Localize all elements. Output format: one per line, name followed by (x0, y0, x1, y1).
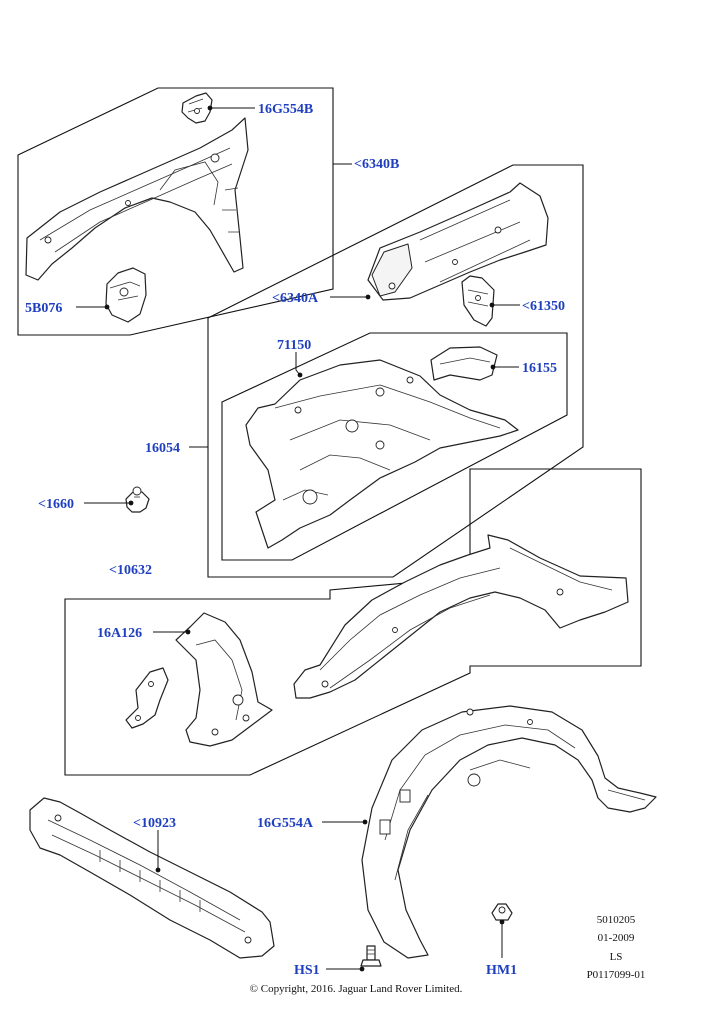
callout-hs1: HS1 (294, 963, 320, 978)
liner-16g554a-part (361, 705, 657, 959)
callout-16a126: 16A126 (97, 626, 142, 641)
crossmember-10923-part (29, 797, 275, 959)
meta-date: 01-2009 (598, 932, 635, 944)
callout-1660: <1660 (38, 497, 74, 512)
leader-lines (76, 105, 520, 972)
meta-initials: LS (610, 951, 623, 963)
copyright-text: © Copyright, 2016. Jaguar Land Rover Lim… (250, 983, 463, 995)
lower-rail-10632-part (293, 534, 629, 699)
bracket-5b076-part (105, 267, 147, 323)
group-frame-inner (221, 332, 568, 561)
clip-1660-part (125, 486, 150, 513)
bolt-hs1-part (360, 945, 382, 967)
group-frame-lower (64, 468, 642, 776)
meta-code: 5010205 (597, 914, 636, 926)
fastener-hm1-part (491, 903, 513, 921)
callout-16054: 16054 (145, 441, 180, 456)
small-bracket-part (125, 667, 169, 729)
callout-10632: <10632 (109, 563, 152, 578)
group-frame-upper (17, 87, 334, 336)
callout-71150: 71150 (277, 338, 311, 353)
bracket-16g554b-part (181, 92, 213, 124)
callout-hm1: HM1 (486, 963, 517, 978)
meta-ref: P0117099-01 (587, 969, 646, 981)
bracket-61350-part (461, 275, 495, 327)
callout-6340b: <6340B (354, 157, 399, 172)
callout-6340a: <6340A (272, 291, 319, 306)
bracket-16a126-part (175, 612, 273, 747)
callout-61350: <61350 (522, 299, 565, 314)
callout-5b076: 5B076 (25, 301, 62, 316)
wheelhouse-71150-part (245, 359, 519, 549)
rail-6340a-part (367, 182, 549, 301)
callout-16155: 16155 (522, 361, 557, 376)
upper-apron-part (25, 117, 249, 281)
callout-10923: <10923 (133, 816, 176, 831)
callout-16g554b: 16G554B (258, 102, 313, 117)
callout-16g554a: 16G554A (257, 816, 314, 831)
duct-16155-part (430, 346, 498, 381)
group-frame-middle (207, 164, 584, 578)
